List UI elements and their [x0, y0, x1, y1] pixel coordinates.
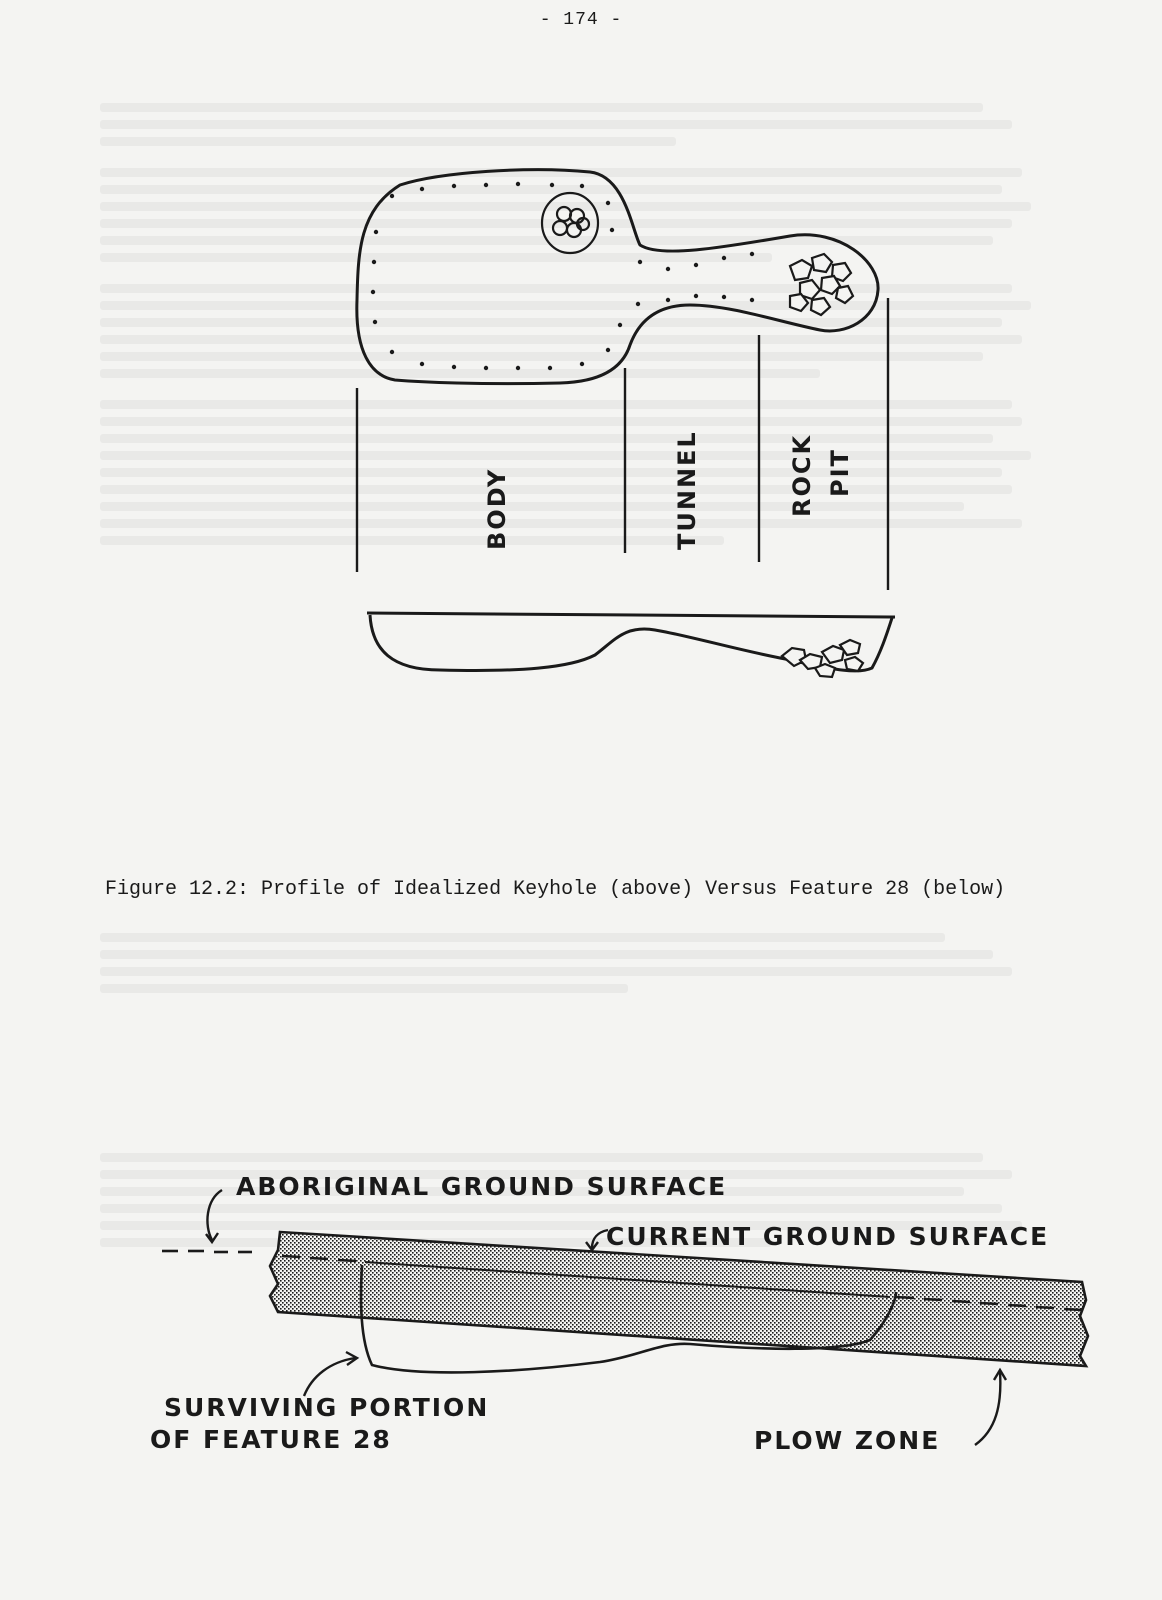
- label-tunnel: TUNNEL: [673, 430, 701, 550]
- label-plow-zone: PLOW ZONE: [754, 1426, 941, 1455]
- feature-28-top: [364, 1261, 891, 1298]
- label-surviving-portion: SURVIVING PORTION: [164, 1393, 490, 1422]
- label-of-feature-28: OF FEATURE 28: [150, 1425, 392, 1454]
- label-current-ground-surface: CURRENT GROUND SURFACE: [606, 1222, 1050, 1251]
- figure-caption: Figure 12.2: Profile of Idealized Keyhol…: [105, 878, 1006, 901]
- label-body: BODY: [483, 467, 511, 550]
- section-dividers: [355, 298, 890, 590]
- keyhole-plan-outline: [355, 168, 880, 386]
- label-rock: ROCK: [788, 433, 816, 517]
- aboriginal-surface-dashed-line: [162, 1249, 1083, 1312]
- page-number: - 174 -: [539, 10, 623, 30]
- plow-zone-band: [268, 1230, 1090, 1368]
- feature-28-outline: [359, 1264, 898, 1374]
- feature-28-rock-cluster: [780, 638, 865, 679]
- body-rock-cluster: [540, 191, 600, 255]
- feature-28-section: [366, 611, 896, 673]
- keyhole-dotted-line: [370, 181, 755, 371]
- rock-pit-cluster: [788, 252, 855, 317]
- label-pit: PIT: [826, 448, 854, 497]
- label-aboriginal-ground-surface: ABORIGINAL GROUND SURFACE: [236, 1172, 728, 1201]
- leader-arrows: [205, 1188, 1008, 1446]
